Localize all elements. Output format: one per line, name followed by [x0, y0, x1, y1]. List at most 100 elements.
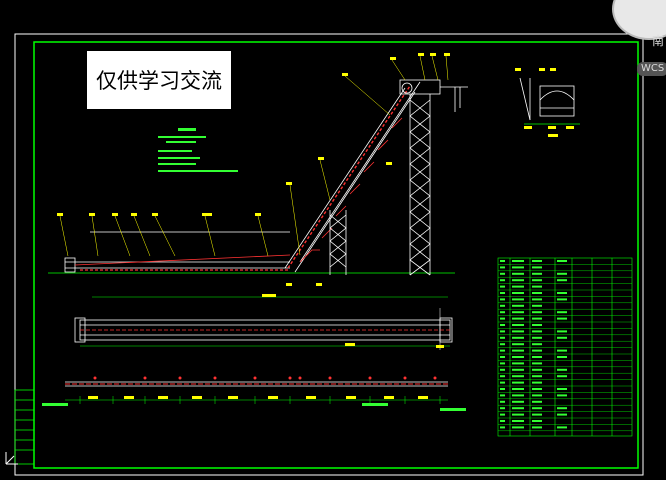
bom-cell-mark: [500, 317, 505, 320]
bom-cell-mark: [500, 311, 505, 314]
bom-cell-mark: [500, 272, 505, 275]
bom-cell-mark: [512, 336, 524, 339]
inclined-conveyor: [284, 81, 421, 273]
watermark-label: 仅供学习交流: [86, 50, 232, 110]
viewcube-direction-label[interactable]: 南: [652, 34, 665, 48]
bom-cell-mark: [500, 394, 505, 397]
bom-cell-mark: [557, 356, 567, 358]
support-tower-main: [409, 94, 431, 276]
bom-cell-mark: [532, 272, 542, 275]
bom-cell-mark: [532, 362, 542, 365]
bom-cell-mark: [512, 368, 524, 371]
section-dimension-labels: [42, 396, 466, 411]
bom-cell-mark: [512, 279, 524, 282]
bom-cell-mark: [512, 407, 524, 410]
bom-cell-mark: [512, 349, 524, 352]
bom-cell-mark: [500, 279, 505, 282]
bom-cell-mark: [512, 381, 524, 384]
bom-cell-mark: [512, 413, 524, 416]
horizontal-conveyor: [64, 231, 291, 273]
bom-cell-mark: [532, 400, 542, 403]
bom-cell-mark: [532, 368, 542, 371]
bom-cell-mark: [532, 420, 542, 422]
bom-cell-mark: [512, 356, 524, 358]
belt-cleats: [299, 117, 403, 263]
bom-cell-mark: [512, 317, 524, 320]
bom-cell-mark: [532, 343, 542, 346]
bom-cell-mark: [512, 324, 524, 326]
bom-cell-mark: [500, 260, 505, 262]
bom-cell-mark: [532, 356, 542, 358]
bom-cell-mark: [557, 388, 567, 390]
bom-cell-mark: [532, 285, 542, 288]
bom-cell-mark: [557, 272, 567, 275]
bill-of-materials: [497, 257, 633, 437]
bom-cell-mark: [500, 285, 505, 288]
head-section: [399, 79, 468, 112]
bom-cell-mark: [512, 388, 524, 390]
bom-cell-mark: [512, 272, 524, 275]
section-view: [65, 381, 448, 387]
wcs-menu-button[interactable]: WCS: [637, 62, 666, 76]
bom-cell-mark: [500, 420, 505, 422]
bom-cell-mark: [512, 260, 524, 262]
bom-cell-mark: [532, 426, 542, 429]
bom-cell-mark: [557, 330, 567, 333]
section-dimensions: [65, 396, 448, 404]
bom-cell-mark: [512, 394, 524, 397]
bom-cell-mark: [557, 426, 567, 429]
bom-cell-mark: [532, 279, 542, 282]
bom-cell-mark: [532, 298, 542, 301]
support-tower-short: [329, 210, 347, 275]
bom-cell-mark: [500, 324, 505, 326]
bom-cell-mark: [500, 400, 505, 403]
bom-cell-mark: [500, 304, 505, 307]
dimension-label: [262, 294, 276, 297]
bom-cell-mark: [512, 311, 524, 314]
bom-cell-mark: [512, 400, 524, 403]
bom-cell-mark: [557, 279, 567, 282]
bom-cell-mark: [532, 388, 542, 390]
inclined-belt: [287, 85, 411, 269]
bom-cell-mark: [500, 356, 505, 358]
bom-cell-mark: [512, 292, 524, 294]
bom-cell-mark: [532, 311, 542, 314]
bom-cell-mark: [512, 304, 524, 307]
bom-cell-mark: [557, 311, 567, 314]
technical-notes: [158, 128, 238, 172]
bom-cell-mark: [557, 407, 567, 410]
detail-view: [519, 77, 580, 125]
bom-cell-mark: [512, 266, 524, 269]
bom-cell-mark: [500, 388, 505, 390]
bom-cell-mark: [500, 336, 505, 339]
bom-cell-mark: [500, 426, 505, 429]
bom-cell-mark: [532, 260, 542, 262]
bom-cell-mark: [500, 413, 505, 416]
bom-cell-mark: [532, 304, 542, 307]
bom-cell-mark: [557, 292, 567, 294]
bom-cell-mark: [532, 375, 542, 378]
bom-cell-mark: [532, 330, 542, 333]
revision-block: [14, 389, 35, 465]
bom-cell-mark: [557, 413, 567, 416]
bom-cell-mark: [500, 362, 505, 365]
bom-cell-mark: [532, 394, 542, 397]
bom-cell-mark: [512, 298, 524, 301]
bom-cell-mark: [500, 343, 505, 346]
bom-cell-mark: [512, 285, 524, 288]
bom-rows: [498, 264, 632, 431]
sheet-outer-frame: [14, 33, 644, 476]
item-leaders: [59, 55, 449, 257]
ucs-axis-icon: [5, 452, 18, 465]
plan-dimension-label: [345, 343, 355, 346]
bom-cell-mark: [500, 292, 505, 294]
bom-cell-mark: [500, 330, 505, 333]
bom-cell-mark: [532, 413, 542, 416]
bom-cell-mark: [500, 381, 505, 384]
bom-cell-mark: [512, 375, 524, 378]
bom-cell-mark: [557, 368, 567, 371]
bom-cell-mark: [500, 349, 505, 352]
bom-cell-mark: [532, 266, 542, 269]
